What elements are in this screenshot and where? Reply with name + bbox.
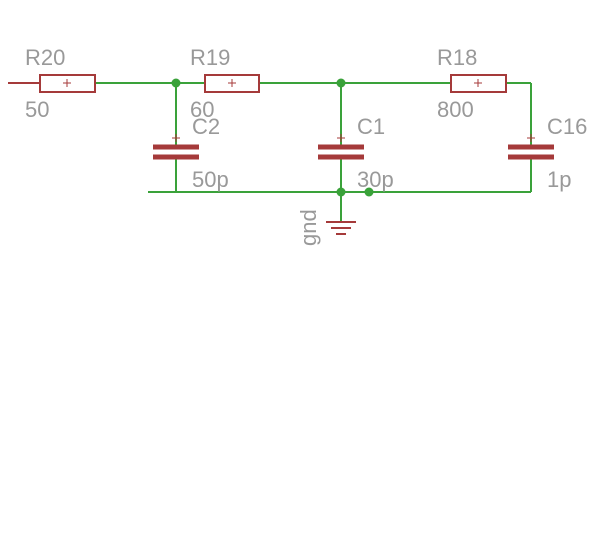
ground-label: gnd — [296, 209, 321, 246]
capacitor-c16-name: C16 — [547, 114, 587, 139]
capacitor-c1-value: 30p — [357, 167, 394, 192]
resistor-r18-body — [450, 74, 507, 93]
capacitor-c1-name: C1 — [357, 114, 385, 139]
capacitor-c1 — [318, 134, 364, 160]
ground-symbol — [326, 221, 356, 235]
junction-dot — [336, 78, 346, 88]
junction-dot — [336, 187, 346, 197]
capacitor-c16 — [508, 134, 554, 160]
capacitor-c2 — [153, 134, 199, 160]
capacitor-c16-value: 1p — [547, 167, 571, 192]
capacitor-c2-name: C2 — [192, 114, 220, 139]
resistor-r19-name: R19 — [190, 45, 230, 70]
labels: R20 50 R19 60 R18 800 C2 50p C1 30p C16 … — [25, 45, 587, 246]
junction-dot — [171, 78, 181, 88]
resistor-r20-name: R20 — [25, 45, 65, 70]
junctions — [171, 78, 374, 197]
resistor-r20-body — [39, 74, 96, 93]
resistor-r20 — [8, 74, 96, 93]
resistor-r18 — [450, 74, 507, 93]
resistor-r19 — [204, 74, 260, 93]
resistor-r18-name: R18 — [437, 45, 477, 70]
junction-dot — [364, 187, 374, 197]
resistor-r18-value: 800 — [437, 97, 474, 122]
resistor-r19-body — [204, 74, 260, 93]
resistor-r19-value: 60 — [190, 97, 214, 122]
resistor-r20-value: 50 — [25, 97, 49, 122]
capacitor-c2-value: 50p — [192, 167, 229, 192]
